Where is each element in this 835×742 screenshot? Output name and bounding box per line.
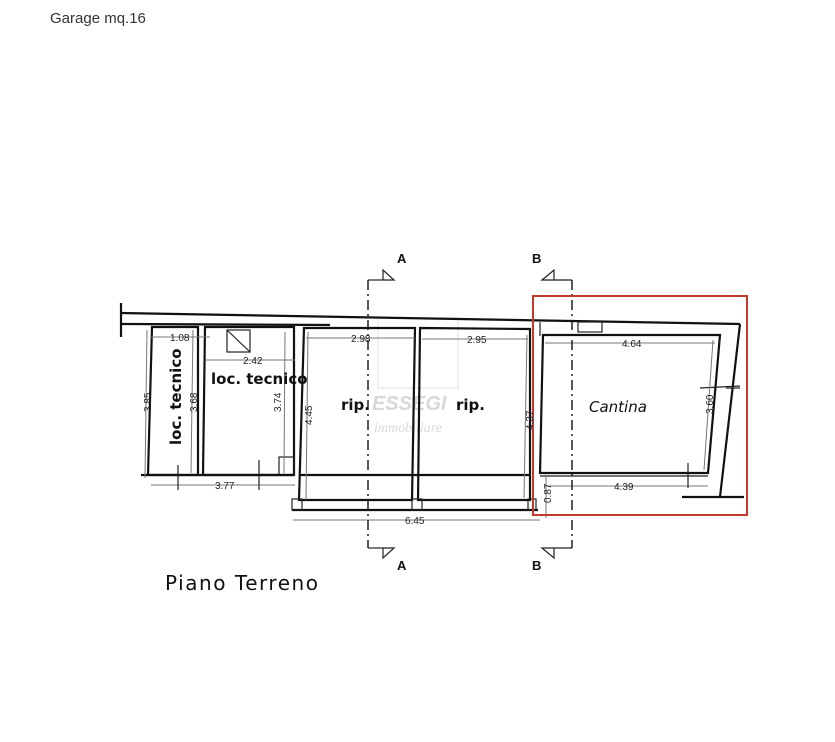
- room-label-loc-tecnico-2: loc. tecnico: [211, 370, 308, 388]
- svg-text:ESSEGI: ESSEGI: [372, 393, 447, 415]
- svg-text:3.60: 3.60: [705, 394, 716, 414]
- section-b-top: B: [532, 251, 541, 266]
- svg-text:3.68: 3.68: [189, 392, 200, 412]
- room-label-rip-1: rip.: [341, 396, 370, 414]
- room-label-loc-tecnico-1: loc. tecnico: [167, 348, 185, 445]
- svg-text:3.74: 3.74: [273, 392, 284, 412]
- svg-text:4.37: 4.37: [525, 410, 536, 430]
- svg-text:6.45: 6.45: [405, 516, 425, 527]
- svg-text:0.87: 0.87: [543, 483, 554, 503]
- svg-text:4.45: 4.45: [304, 405, 315, 425]
- svg-text:immobiliare: immobiliare: [374, 421, 442, 436]
- section-a-top: A: [397, 251, 407, 266]
- svg-text:4.39: 4.39: [614, 482, 634, 493]
- svg-text:1.08: 1.08: [170, 333, 190, 344]
- room-label-rip-2: rip.: [456, 396, 485, 414]
- svg-text:2.95: 2.95: [467, 335, 487, 346]
- svg-text:4.64: 4.64: [622, 339, 642, 350]
- dimension-lines: [144, 329, 715, 521]
- watermark-logo: ESSEGI immobiliare: [372, 317, 459, 436]
- room-label-cantina: Cantina: [589, 398, 647, 416]
- section-a-bottom: A: [397, 558, 407, 573]
- section-lines: A A B B: [367, 251, 573, 573]
- walls: [119, 303, 744, 512]
- svg-text:3.85: 3.85: [143, 392, 154, 412]
- svg-text:2.98: 2.98: [351, 334, 371, 345]
- svg-text:2.42: 2.42: [243, 356, 263, 367]
- dimension-labels: 1.08 2.42 2.98 2.95 4.64 3.85 3.68 3.74 …: [143, 333, 716, 527]
- plan-name: Piano Terreno: [165, 571, 318, 595]
- page-title: Garage mq.16: [50, 10, 146, 27]
- cantina-highlight-box: [532, 295, 748, 516]
- svg-text:3.77: 3.77: [215, 481, 235, 492]
- section-b-bottom: B: [532, 558, 541, 573]
